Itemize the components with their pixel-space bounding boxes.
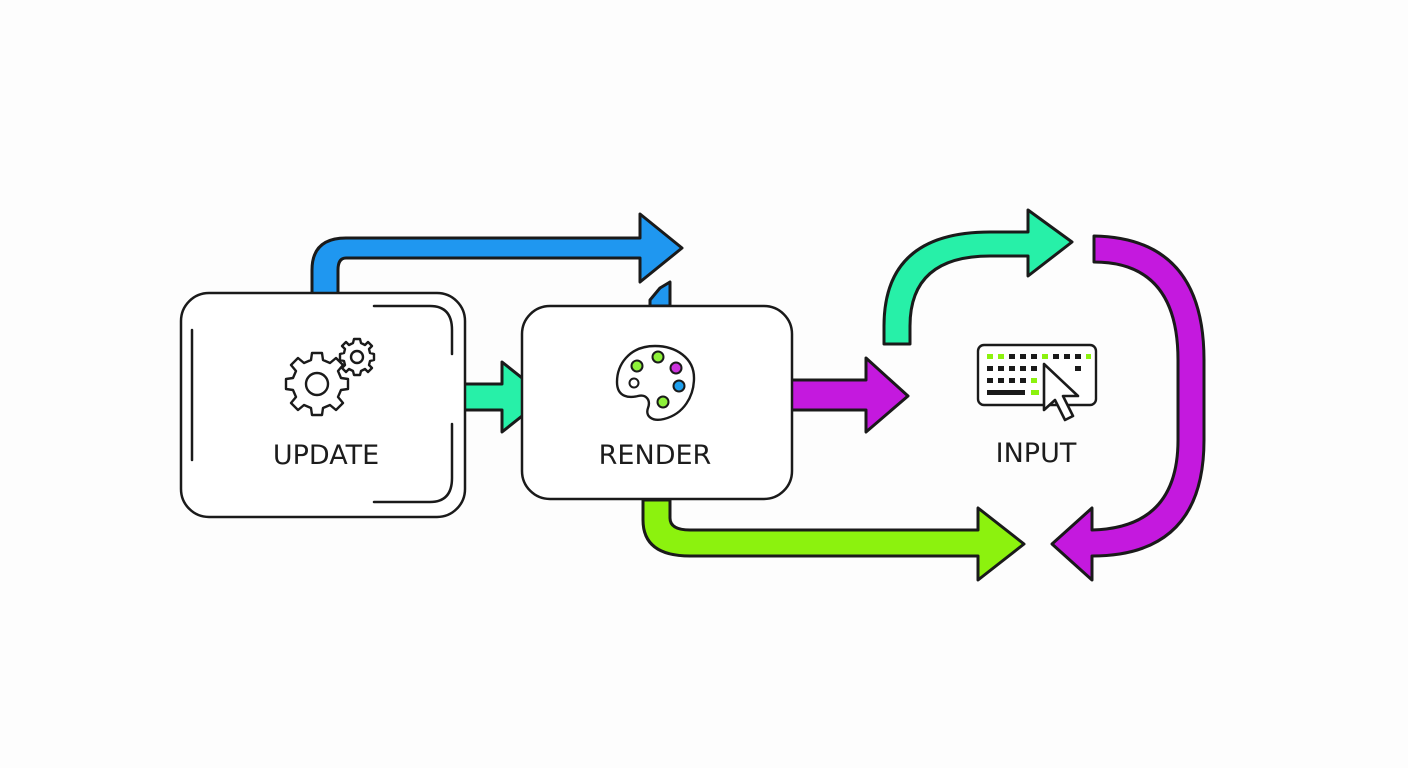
render-node: RENDER xyxy=(520,304,794,501)
input-node: INPUT xyxy=(976,343,1098,469)
update-label: UPDATE xyxy=(273,440,379,471)
input-return-loop-arrow xyxy=(1050,234,1206,582)
render-to-input-arrow xyxy=(788,356,910,434)
input-top-curved-arrow xyxy=(882,208,1074,346)
update-node: UPDATE xyxy=(179,291,467,519)
render-to-input-bottom-arrow xyxy=(641,498,1026,582)
gears-icon xyxy=(284,337,376,417)
input-label: INPUT xyxy=(996,438,1077,469)
render-label: RENDER xyxy=(599,440,712,471)
keyboard-cursor-icon xyxy=(976,343,1098,422)
palette-icon xyxy=(615,344,696,421)
